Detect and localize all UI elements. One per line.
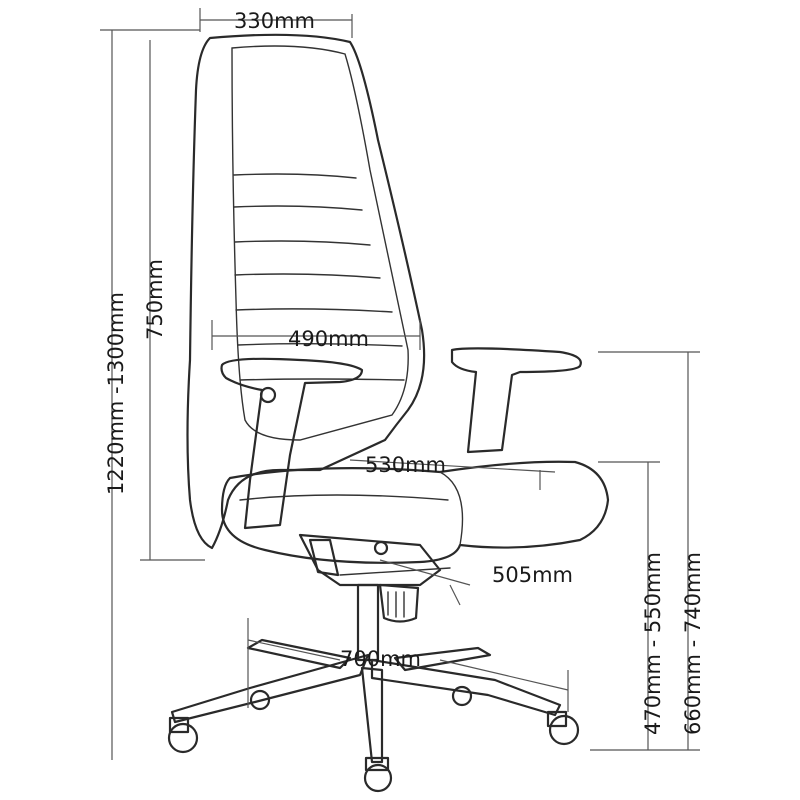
seat-front-edge [439,471,464,546]
dimension-lines [100,8,700,760]
caster-wheel-icon [167,722,199,754]
seat-height-label: 470mm - 550mm [641,552,665,735]
backrest-stitching [233,173,405,381]
right-armrest [450,347,582,454]
chair-drawing [167,33,610,793]
caster-wheel-icon [363,763,393,793]
caster-wheel-icon [451,685,473,707]
seat-cushion [220,460,610,564]
dimension-labels: 330mm 490mm 530mm 505mm 700mm 1220mm -13… [104,9,705,735]
caster-wheel-icon [548,714,580,746]
casters [167,685,580,793]
seat-depth-label: 530mm [365,453,446,477]
seat-base-depth-label: 505mm [492,563,573,587]
seat-mechanism [298,533,451,587]
tilt-knob-icon [373,540,389,556]
overall-height-label: 1220mm -1300mm [104,292,128,495]
armrest-height-label: 660mm - 740mm [681,552,705,735]
star-base [170,638,562,764]
base-diameter-label: 700mm [340,647,421,671]
seat-width-label: 490mm [288,327,369,351]
backrest-inner-panel [231,45,409,441]
backrest-height-label: 750mm [143,259,167,340]
left-armrest [220,357,364,530]
backrest-width-label: 330mm [234,9,315,33]
seat-side-piping [239,494,449,501]
caster-wheel-icon [249,689,271,711]
gas-lift-cylinder [356,583,420,662]
armrest-adjust-knob-icon [259,386,277,404]
